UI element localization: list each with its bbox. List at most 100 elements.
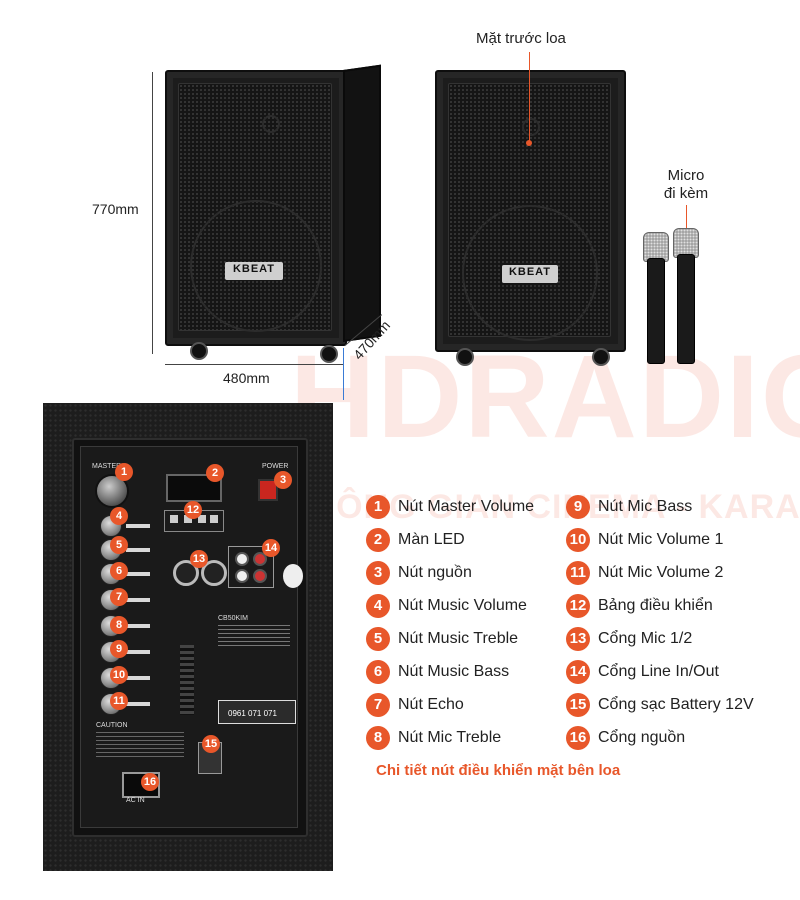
legend-caption: Chi tiết nút điều khiển mặt bên loa [376, 762, 621, 779]
legend-badge: 16 [566, 726, 590, 750]
badge-5: 5 [110, 536, 128, 554]
panel-oval-cutout [283, 564, 303, 588]
legend-badge: 2 [366, 528, 390, 552]
legend-badge: 15 [566, 693, 590, 717]
legend-item: 9 Nút Mic Bass [566, 495, 692, 519]
wheel [592, 348, 610, 366]
warning-text-block [96, 732, 184, 758]
badge-15: 15 [202, 735, 220, 753]
control-button[interactable] [184, 515, 192, 523]
legend-label: Màn LED [398, 531, 465, 548]
badge-13: 13 [190, 550, 208, 568]
spec-text-block [218, 625, 290, 647]
legend-badge: 14 [566, 660, 590, 684]
legend-item: 10 Nút Mic Volume 1 [566, 528, 723, 552]
legend-label: Bảng điều khiển [598, 597, 713, 614]
mic-head [643, 232, 669, 262]
width-label: 480mm [223, 370, 270, 386]
woofer-ring [462, 205, 598, 341]
speaker-logo: KBEAT [502, 265, 558, 283]
rca-port[interactable] [253, 569, 267, 583]
width-dimension-line [165, 364, 343, 365]
mic-body [677, 254, 695, 364]
legend-item: 13 Cổng Mic 1/2 [566, 627, 692, 651]
mic-jack-1[interactable] [173, 560, 199, 586]
height-dimension-line [152, 72, 153, 354]
legend-badge: 3 [366, 561, 390, 585]
badge-4: 4 [110, 507, 128, 525]
tweeter-ring [262, 115, 280, 133]
label-strip [126, 572, 150, 576]
legend-item: 2 Màn LED [366, 528, 465, 552]
badge-14: 14 [262, 539, 280, 557]
legend-label: Nút Mic Volume 2 [598, 564, 724, 581]
height-label: 770mm [92, 201, 139, 217]
label-strip [126, 548, 150, 552]
legend-label: Nút Echo [398, 696, 464, 713]
legend-label: Nút Music Volume [398, 597, 527, 614]
legend-label: Cổng sạc Battery 12V [598, 696, 754, 713]
front-callout-dot [526, 140, 532, 146]
legend-label: Nút Mic Bass [598, 498, 693, 515]
legend-label: Nút Mic Treble [398, 729, 502, 746]
legend-label: Nút Master Volume [398, 498, 535, 515]
control-button[interactable] [198, 515, 206, 523]
legend-label: Cổng nguồn [598, 729, 686, 746]
front-callout-label: Mặt trước loa [476, 30, 566, 47]
label-strip [126, 650, 150, 654]
line-io-block [228, 546, 274, 588]
legend-item: 7 Nút Echo [366, 693, 464, 717]
ac-in-text: AC IN [126, 797, 145, 804]
wheel [190, 342, 208, 360]
badge-7: 7 [110, 588, 128, 606]
rca-port[interactable] [253, 552, 267, 566]
badge-10: 10 [110, 666, 128, 684]
control-button[interactable] [170, 515, 178, 523]
control-button[interactable] [210, 515, 218, 523]
badge-9: 9 [110, 640, 128, 658]
legend-badge: 1 [366, 495, 390, 519]
legend-badge: 13 [566, 627, 590, 651]
badge-6: 6 [110, 562, 128, 580]
badge-3: 3 [274, 471, 292, 489]
rca-port[interactable] [235, 569, 249, 583]
vent-slots [180, 645, 194, 715]
legend-item: 4 Nút Music Volume [366, 594, 527, 618]
label-strip [126, 598, 150, 602]
legend-badge: 11 [566, 561, 590, 585]
legend-badge: 9 [566, 495, 590, 519]
badge-8: 8 [110, 616, 128, 634]
legend-badge: 5 [366, 627, 390, 651]
legend-item: 3 Nút nguồn [366, 561, 472, 585]
legend-label: Nút Mic Volume 1 [598, 531, 724, 548]
master-volume-knob[interactable] [95, 474, 129, 508]
tweeter-ring [522, 118, 540, 136]
legend-item: 16 Cổng nguồn [566, 726, 685, 750]
rca-port[interactable] [235, 552, 249, 566]
legend-badge: 12 [566, 594, 590, 618]
mic-callout-line1: Micro [667, 167, 705, 184]
mic-head [673, 228, 699, 258]
legend-badge: 7 [366, 693, 390, 717]
caution-text: CAUTION [96, 722, 128, 729]
wheel [456, 348, 474, 366]
badge-11: 11 [110, 692, 128, 710]
legend-badge: 10 [566, 528, 590, 552]
mic-callout-line [686, 205, 687, 235]
legend-label: Nút nguồn [398, 564, 472, 581]
watermark-tagline: KHÔNG GIAN CINEMA - KARAOKE [285, 488, 800, 526]
badge-12: 12 [184, 501, 202, 519]
power-switch[interactable] [258, 479, 278, 501]
mic-callout-line2: đi kèm [663, 185, 709, 202]
legend-item: 1 Nút Master Volume [366, 495, 534, 519]
label-strip [126, 702, 150, 706]
legend-badge: 4 [366, 594, 390, 618]
front-callout-line [529, 52, 530, 142]
wheel [320, 345, 338, 363]
mic-body [647, 258, 665, 364]
label-strip [126, 676, 150, 680]
legend-label: Cổng Mic 1/2 [598, 630, 693, 647]
badge-2: 2 [206, 464, 224, 482]
hotline-sticker [218, 700, 296, 724]
woofer-ring [190, 200, 322, 332]
